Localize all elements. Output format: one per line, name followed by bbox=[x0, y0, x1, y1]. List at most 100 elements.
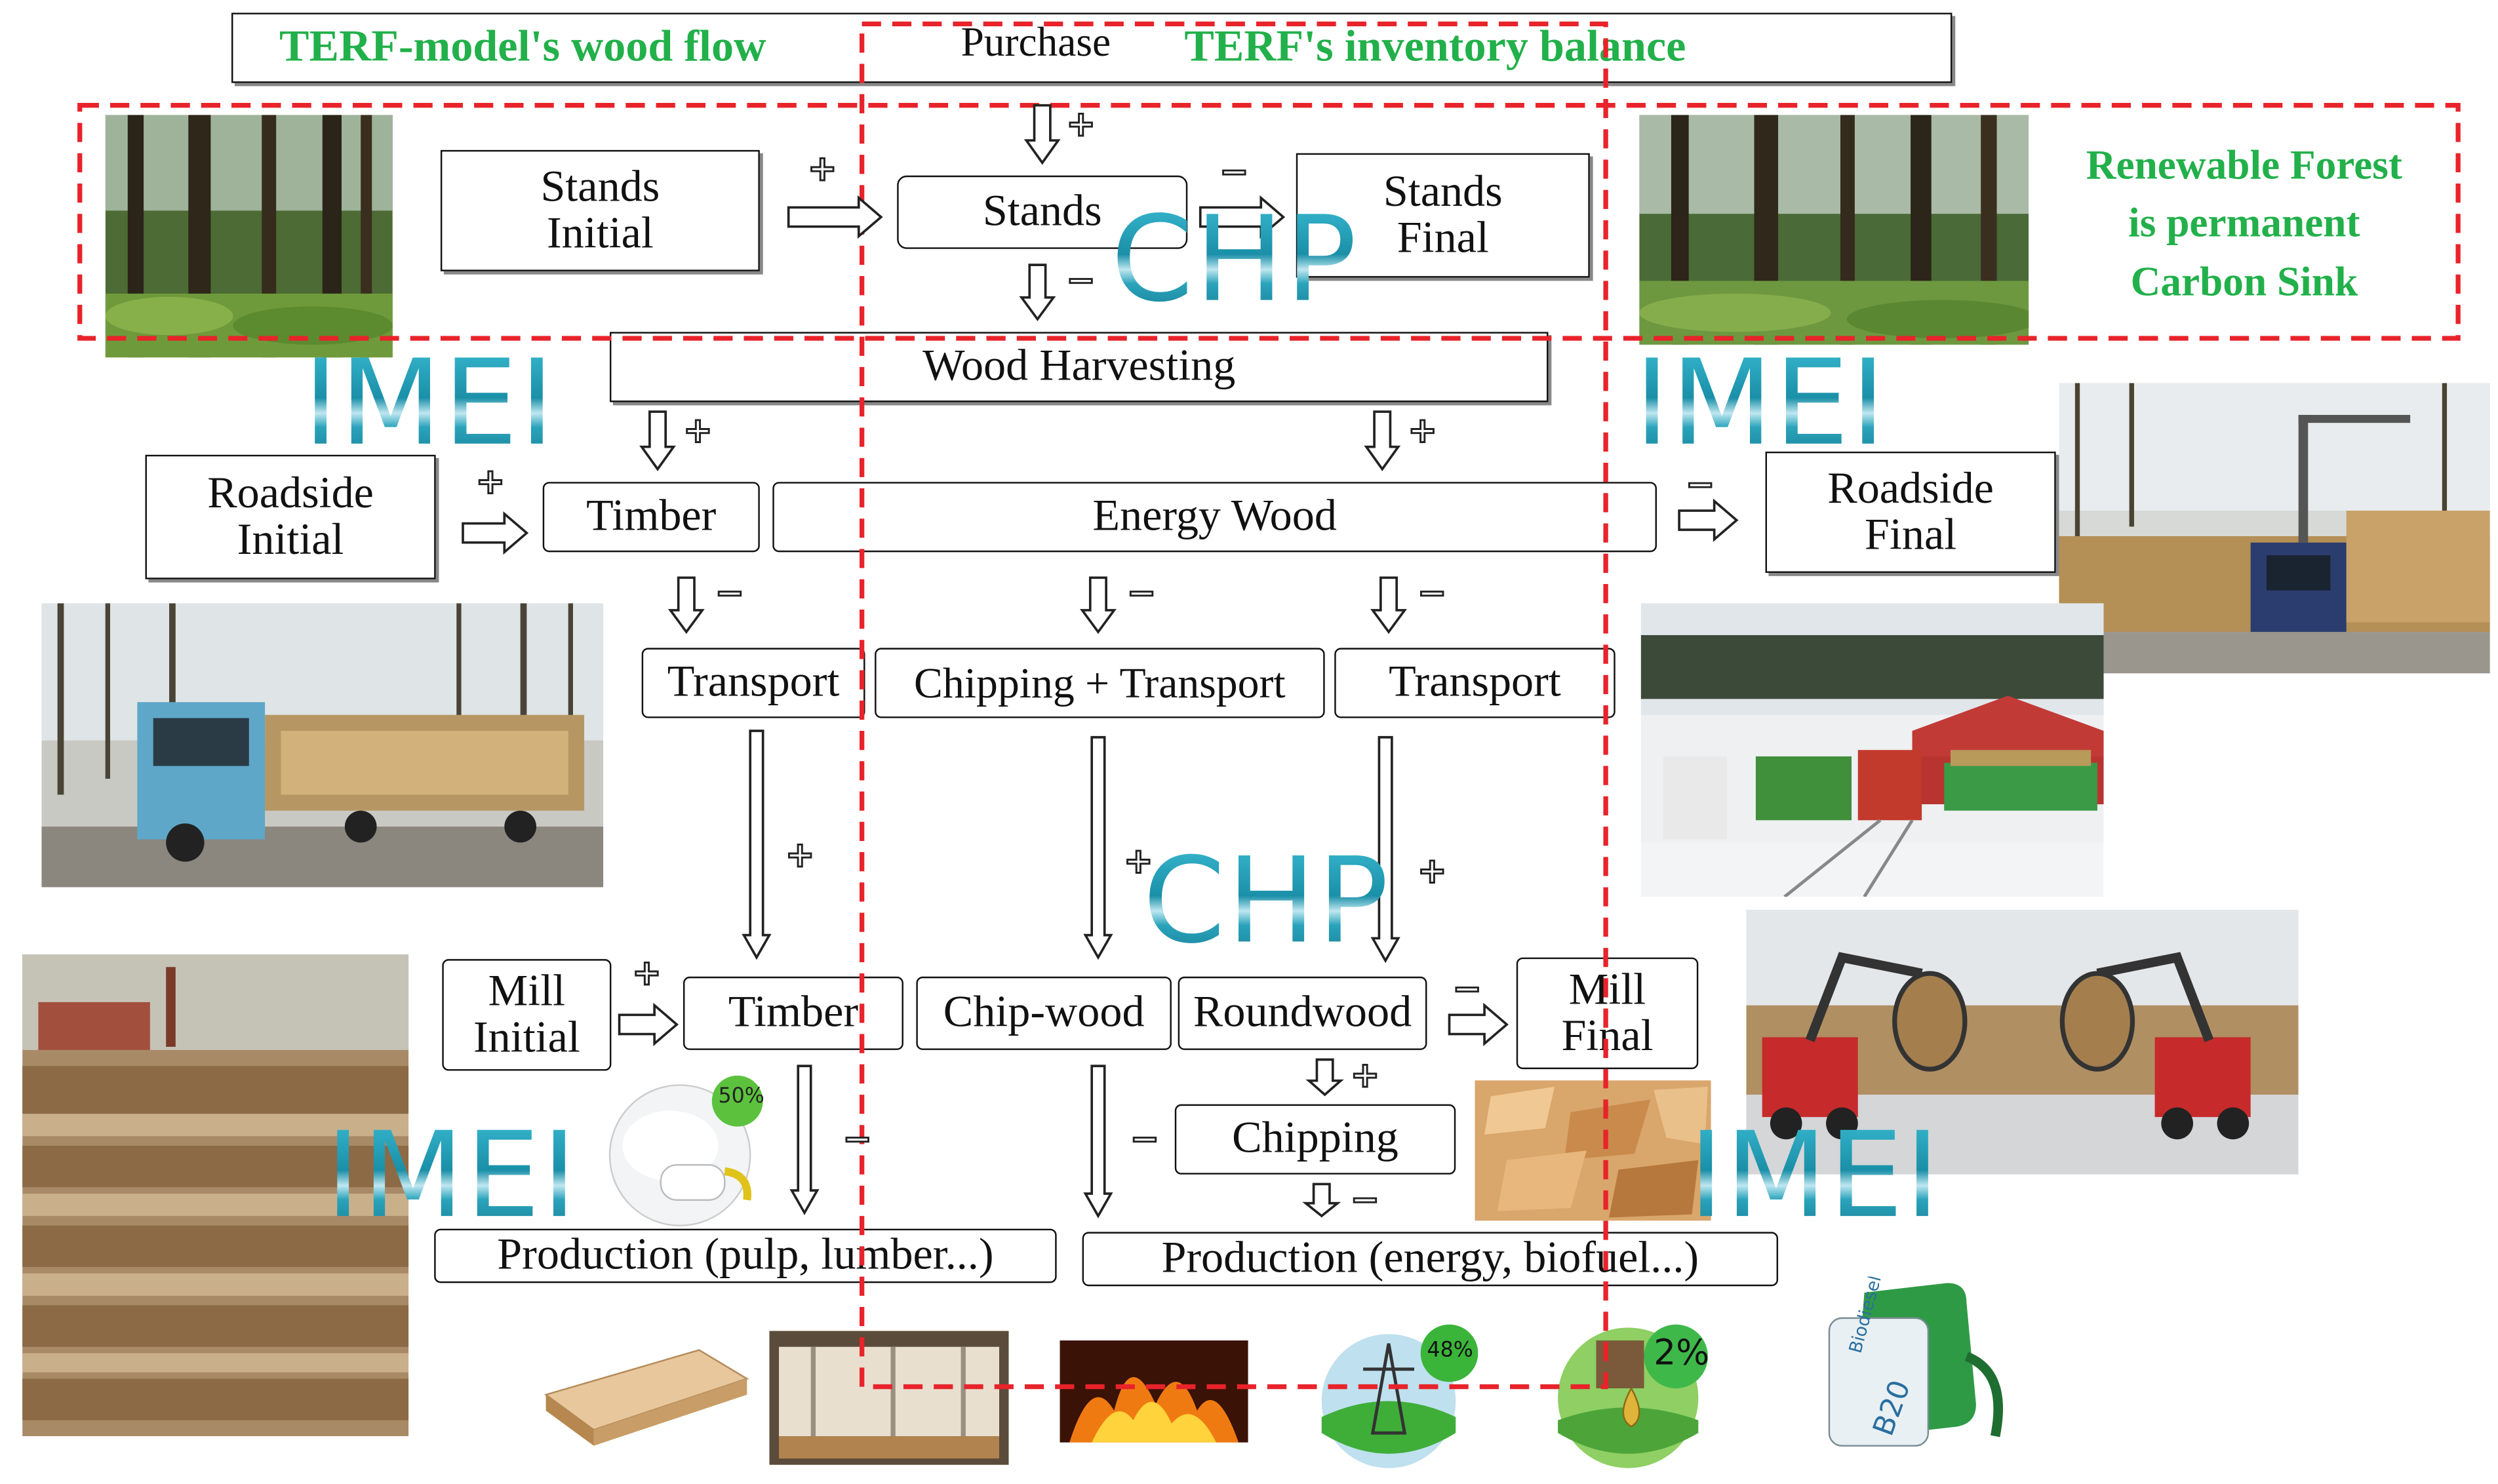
roadside-initial-box: Roadside Initial bbox=[145, 454, 436, 579]
wood-chips-photo bbox=[1475, 1080, 1711, 1221]
flow-arrow-down bbox=[1302, 1182, 1341, 1218]
flow-arrow-down bbox=[1019, 264, 1056, 321]
roadside-final-line-2: Final bbox=[1865, 511, 1957, 560]
roadside-initial-line-1: Roadside bbox=[207, 468, 374, 518]
stands-box: Stands bbox=[897, 175, 1188, 249]
flow-arrow-right bbox=[462, 511, 529, 555]
chips-illustration bbox=[1475, 1080, 1711, 1221]
fuel-share-badge: 2% bbox=[1654, 1334, 1710, 1375]
flow-arrow-right bbox=[1678, 498, 1739, 542]
chp-watermark: CHP bbox=[1111, 191, 1358, 329]
truck-illustration bbox=[41, 603, 604, 888]
plus-sign: + bbox=[1416, 851, 1448, 893]
flow-arrow-right bbox=[1448, 1002, 1509, 1047]
flow-arrow-right bbox=[1199, 195, 1286, 239]
pulp-share-badge: 50% bbox=[718, 1085, 764, 1109]
plus-sign: + bbox=[1065, 104, 1097, 146]
forest-illustration bbox=[1639, 115, 2029, 345]
minus-sign: − bbox=[1126, 574, 1157, 615]
bales-illustration bbox=[769, 1331, 1009, 1465]
stands-initial-line-1: Stands bbox=[540, 162, 660, 212]
plus-sign: + bbox=[806, 149, 838, 191]
pulp-roll-illustration bbox=[608, 1075, 763, 1226]
mill-yard-photo bbox=[22, 954, 409, 1437]
carbon-sink-line-2: is permanent bbox=[2128, 200, 2360, 246]
minus-sign: − bbox=[842, 1120, 873, 1162]
forest-illustration bbox=[105, 115, 393, 358]
minus-sign: − bbox=[1452, 969, 1483, 1011]
imei-watermark: IMEI bbox=[303, 335, 556, 473]
train-station-photo bbox=[1640, 603, 2104, 897]
minus-sign: − bbox=[714, 574, 745, 615]
plus-sign: + bbox=[475, 462, 506, 504]
plus-sign: + bbox=[784, 835, 816, 877]
chip-wood-box: Chip-wood bbox=[916, 976, 1172, 1050]
minus-sign: − bbox=[1416, 574, 1448, 615]
minus-sign: − bbox=[1218, 152, 1250, 194]
fire-illustration bbox=[1060, 1340, 1248, 1443]
lumber-illustration bbox=[544, 1349, 749, 1446]
stands-final-box: Stands Final bbox=[1296, 153, 1590, 278]
electricity-share-badge: 48% bbox=[1427, 1338, 1473, 1363]
log-loaders-photo bbox=[1746, 909, 2299, 1175]
biodiesel-pump-image: Biodiesel B20 bbox=[1800, 1276, 2021, 1462]
flow-arrow-down bbox=[742, 730, 772, 960]
wood-flow-title: TERF-model's wood flow bbox=[279, 22, 766, 72]
chipping-box: Chipping bbox=[1174, 1104, 1456, 1175]
imei-watermark: IMEI bbox=[1634, 335, 1888, 473]
electricity-image: 48% bbox=[1309, 1321, 1484, 1472]
timber-truck-photo-left bbox=[41, 603, 604, 888]
plus-sign: + bbox=[1122, 842, 1154, 884]
minus-sign: − bbox=[1129, 1120, 1160, 1162]
lumber-product-image bbox=[540, 1331, 750, 1446]
flow-arrow-down bbox=[1370, 735, 1400, 964]
flow-arrow-down bbox=[1079, 576, 1117, 635]
plus-sign: + bbox=[631, 953, 663, 995]
mill-initial-box: Mill Initial bbox=[442, 959, 612, 1071]
energy-wood-box: Energy Wood bbox=[772, 482, 1657, 553]
pulp-bales-image bbox=[769, 1331, 1009, 1465]
timber-mill-box: Timber bbox=[683, 976, 903, 1050]
mill-illustration bbox=[22, 954, 409, 1437]
stands-final-line-1: Stands bbox=[1383, 166, 1503, 217]
plus-sign: + bbox=[682, 411, 713, 453]
minus-sign: − bbox=[1349, 1180, 1381, 1222]
truck-illustration bbox=[2059, 383, 2490, 674]
timber-roadside-box: Timber bbox=[542, 482, 760, 553]
imei-watermark: IMEI bbox=[1688, 1107, 1941, 1245]
flow-arrow-down bbox=[1083, 735, 1113, 960]
forest-photo-right bbox=[1639, 115, 2029, 345]
inventory-balance-title: TERF's inventory balance bbox=[1184, 22, 1686, 72]
roadside-final-line-1: Roadside bbox=[1827, 463, 1994, 513]
production-pulp-box: Production (pulp, lumber...) bbox=[434, 1228, 1057, 1283]
timber-truck-photo-right bbox=[2059, 383, 2490, 674]
flow-arrow-right bbox=[787, 195, 883, 239]
electricity-illustration bbox=[1321, 1324, 1478, 1468]
roadside-initial-line-2: Initial bbox=[237, 515, 344, 565]
forest-photo-left bbox=[105, 115, 393, 358]
chp-watermark: CHP bbox=[1143, 832, 1391, 971]
plus-sign: + bbox=[1349, 1055, 1381, 1097]
minus-sign: − bbox=[1684, 465, 1716, 507]
roundwood-box: Roundwood bbox=[1178, 976, 1427, 1050]
imei-watermark: IMEI bbox=[325, 1107, 578, 1245]
flow-arrow-down bbox=[639, 410, 676, 471]
fire-image bbox=[1060, 1340, 1248, 1443]
flow-arrow-down bbox=[1370, 576, 1407, 635]
mill-initial-line-1: Mill bbox=[488, 966, 566, 1016]
minus-sign: − bbox=[1065, 261, 1097, 303]
transport-right-box: Transport bbox=[1334, 648, 1616, 718]
train-illustration bbox=[1640, 603, 2104, 897]
flow-arrow-down bbox=[667, 576, 705, 635]
production-energy-box: Production (energy, biofuel...) bbox=[1082, 1232, 1779, 1287]
chipping-transport-box: Chipping + Transport bbox=[875, 648, 1325, 718]
stands-initial-box: Stands Initial bbox=[440, 149, 760, 271]
wood-harvesting-box: Wood Harvesting bbox=[609, 332, 1549, 402]
stands-initial-line-2: Initial bbox=[546, 208, 654, 259]
pulp-roll-image: 50% bbox=[606, 1075, 772, 1229]
carbon-sink-line-1: Renewable Forest bbox=[2086, 142, 2403, 189]
flow-arrow-down bbox=[1083, 1064, 1113, 1219]
flow-arrow-right bbox=[618, 1002, 679, 1047]
